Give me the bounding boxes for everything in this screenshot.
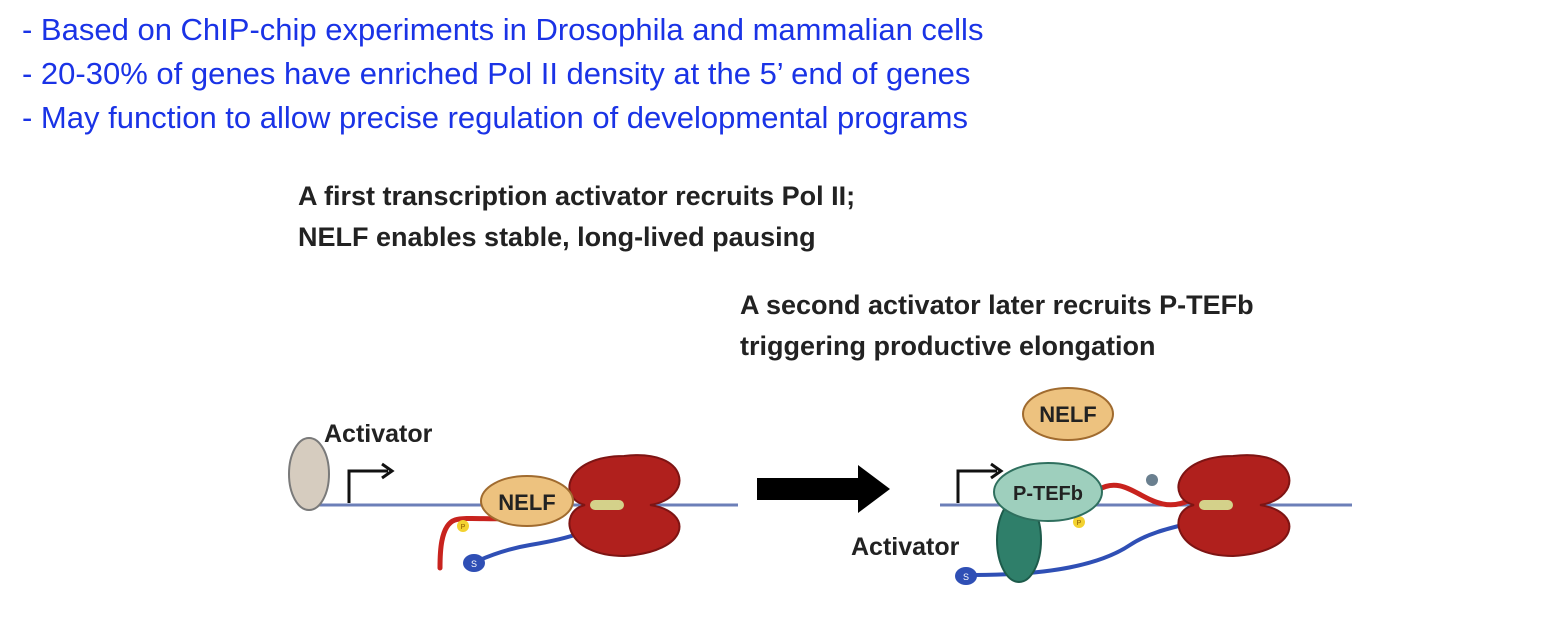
right-tss-arrow <box>956 469 997 503</box>
left-tss-arrowhead <box>381 462 395 480</box>
right-released-nelf <box>1022 387 1114 441</box>
right-p-mark <box>1073 516 1085 528</box>
left-nelf-label: NELF <box>498 490 555 515</box>
left-pol2-channel <box>590 500 624 510</box>
caption-second-line-1: A second activator later recruits P-TEFb <box>740 290 1254 320</box>
right-phospho-mark <box>1146 474 1158 486</box>
right-p-mark-label: P <box>1077 520 1082 527</box>
right-pol2 <box>1177 454 1291 558</box>
right-nelf-label: NELF <box>1039 402 1096 427</box>
right-ptefb <box>993 462 1103 522</box>
left-s-mark <box>463 554 485 572</box>
left-tss-arrow <box>347 469 388 503</box>
right-pol2-channel <box>1199 500 1233 510</box>
left-p-mark-label: P <box>461 524 466 531</box>
left-panel: Activator S P NELF <box>288 420 738 572</box>
left-nelf <box>480 475 574 527</box>
bullet-2: - 20-30% of genes have enriched Pol II d… <box>22 56 971 91</box>
caption-first-line-2: NELF enables stable, long-lived pausing <box>298 222 816 252</box>
left-s-mark-label: S <box>471 559 477 569</box>
caption-first-line-1: A first transcription activator recruits… <box>298 181 855 211</box>
bullet-list: - Based on ChIP-chip experiments in Dros… <box>22 8 983 140</box>
transition-arrow-icon <box>757 465 890 513</box>
left-p-mark <box>457 520 469 532</box>
left-activator-shape <box>288 437 330 511</box>
right-activator-label: Activator <box>851 533 960 561</box>
caption-second-line-2: triggering productive elongation <box>740 331 1156 361</box>
right-tss-arrowhead <box>990 462 1004 480</box>
right-s-mark-label: S <box>963 572 969 582</box>
right-ptefb-label: P-TEFb <box>1013 483 1083 505</box>
right-panel: NELF S P Activator P-TEFb <box>851 387 1352 585</box>
bullet-1: - Based on ChIP-chip experiments in Dros… <box>22 12 984 47</box>
right-s-mark <box>955 567 977 585</box>
bullet-3: - May function to allow precise regulati… <box>22 100 968 135</box>
left-activator-label: Activator <box>324 420 433 448</box>
right-nascent-rna <box>1095 482 1193 508</box>
